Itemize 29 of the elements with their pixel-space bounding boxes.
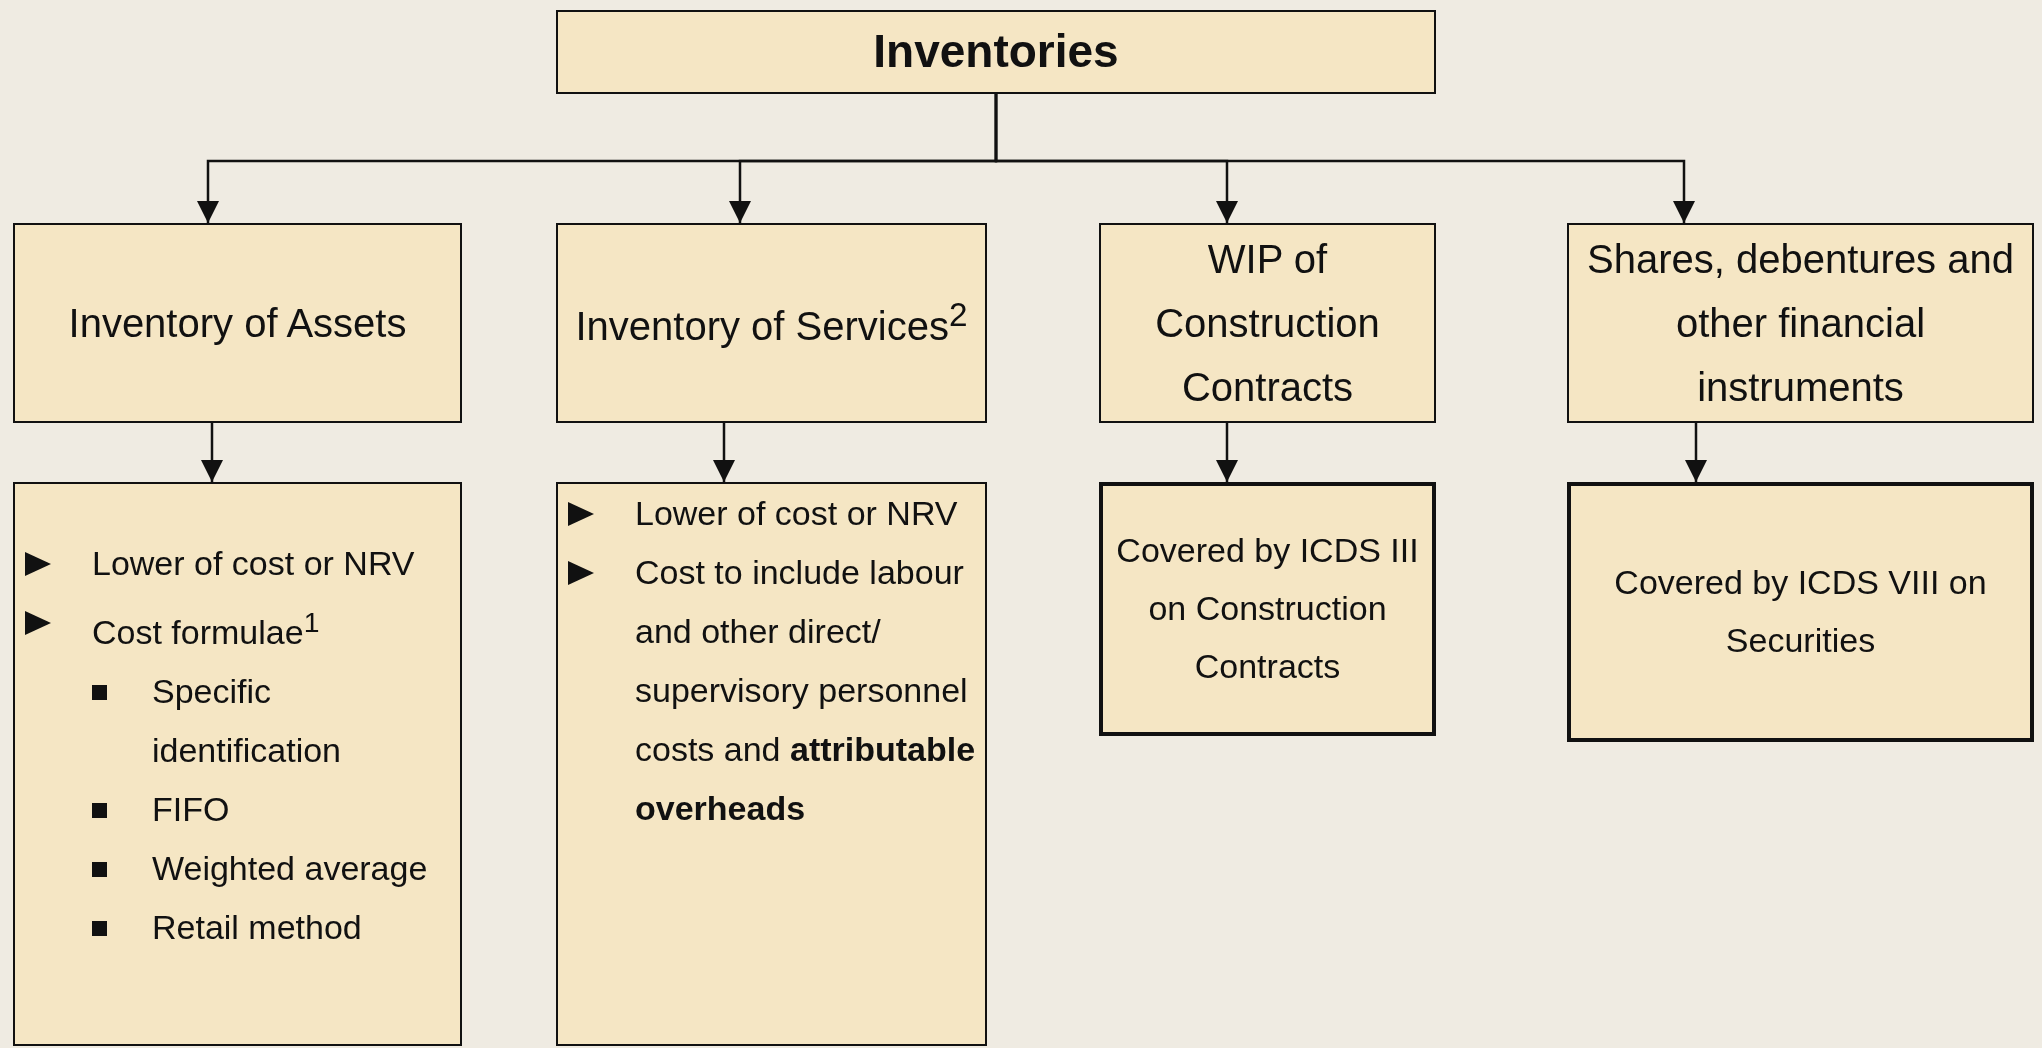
- list-item: Cost to include labour and other direct/ supervisory personnel costs and attributable overheads: [635, 552, 977, 829]
- box-text: Shares, debentures and other financial instruments: [1586, 236, 2015, 411]
- title-text: Inventories: [873, 24, 1119, 80]
- process-box: [1567, 223, 2034, 423]
- list-item: Lower of cost or NRV: [635, 493, 959, 534]
- box-text: WIP of Construction Contracts: [1154, 236, 1381, 411]
- list-item: FIFO: [152, 789, 231, 831]
- process-box: [556, 482, 987, 1046]
- process-box: [13, 223, 462, 423]
- arrow: [1216, 423, 1238, 482]
- box-text: Inventory of Assets: [68, 300, 407, 347]
- box-text: Covered by ICDS III on Construction Contracts: [1115, 530, 1420, 687]
- process-box: [1099, 223, 1436, 423]
- arrow: [1685, 423, 1707, 482]
- arrow: [201, 423, 223, 482]
- list-item: Retail method: [152, 907, 363, 949]
- list-item: Specific identification: [152, 671, 342, 772]
- list-item: Lower of cost or NRV: [92, 543, 416, 584]
- box-text: Inventory of Services$^{2}$: [575, 295, 968, 351]
- box-text: Covered by ICDS VIII on Securities: [1613, 562, 1988, 661]
- process-box: [1099, 482, 1436, 736]
- process-box: [1567, 482, 2034, 742]
- process-box: [556, 10, 1436, 94]
- list-item: Weighted average: [152, 848, 429, 890]
- arrow: [713, 423, 735, 482]
- list-item: Cost formulae$^{1}$: [92, 605, 321, 654]
- process-box: [13, 482, 462, 1046]
- arrow: [994, 94, 1695, 223]
- process-box: [556, 223, 987, 423]
